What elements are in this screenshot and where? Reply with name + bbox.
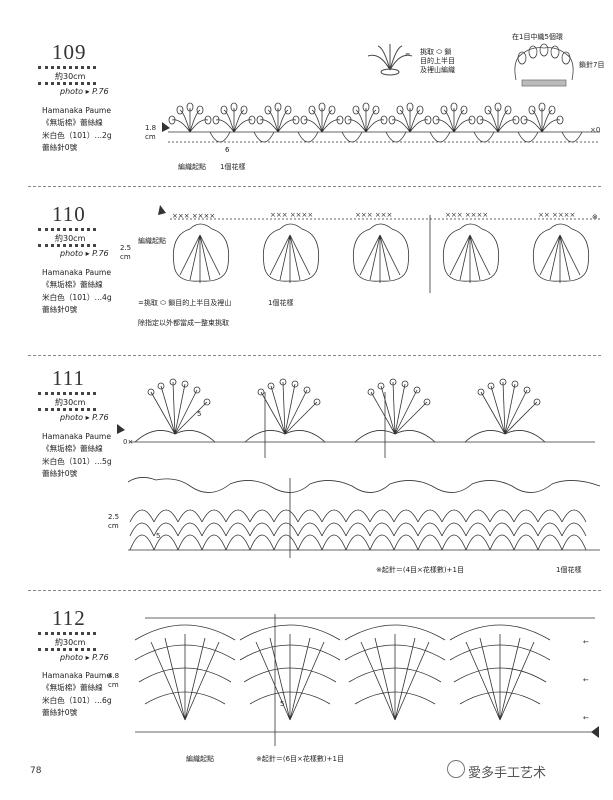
yarn-color-amount: 米白色（101）…5g	[42, 456, 112, 466]
repeat-label: 1個花樣	[268, 299, 294, 307]
svg-text:××× ××××: ××× ××××	[270, 211, 313, 219]
shell-legend-icon	[367, 44, 413, 76]
material-info: Hamanaka Paume 《無垢棉》蕾絲線 米白色（101）…4g 蕾絲針0…	[42, 267, 112, 317]
pick-note: 挑取 ⬭ 鎖 目的上半目 及裡山編織	[420, 48, 455, 74]
crochet-chart-110: ××× ×××× ××× ××× ××× ×××× ×× ×××× ⊗	[158, 205, 600, 293]
dotted-divider	[38, 632, 96, 638]
hook-size: 蕾絲針0號	[42, 305, 78, 315]
pattern-number-111: 111	[52, 366, 85, 390]
material-info: Hamanaka Paume 《無垢棉》蕾絲線 米白色（101）…5g 蕾絲針0…	[42, 431, 112, 481]
svg-text:←: ←	[583, 714, 589, 722]
yarn-brand: Hamanaka Paume	[42, 106, 111, 115]
dotted-divider	[38, 648, 96, 654]
photo-reference: photo ▸ P.76	[60, 249, 109, 258]
ring-legend-icon	[514, 43, 574, 87]
hook-size: 蕾絲針0號	[42, 143, 78, 153]
yarn-color-amount: 米白色（101）…4g	[42, 292, 112, 302]
repeat-label: 1個花樣	[220, 163, 246, 171]
yarn-name: 《無垢棉》蕾絲線	[42, 444, 103, 454]
repeat-label: 1個花樣	[556, 566, 582, 574]
dotted-divider	[38, 82, 96, 88]
crochet-chart-109: ×0	[162, 102, 600, 143]
pattern-length: 約30cm	[55, 234, 86, 243]
photo-reference: photo ▸ P.76	[60, 653, 109, 662]
loop-note: 在1目中織5個環	[512, 33, 563, 41]
start-label: 編織起點	[138, 237, 166, 245]
stitch-count: 6	[225, 146, 230, 154]
stitch-count: 5	[280, 700, 285, 708]
material-info: Hamanaka Paume 《無垢棉》蕾絲線 米白色（101）…6g 蕾絲針0…	[42, 670, 112, 720]
yarn-brand: Hamanaka Paume	[42, 432, 111, 441]
pick-instruction: 除指定以外都當成一整束挑取	[138, 319, 229, 327]
svg-text:×0: ×0	[590, 126, 600, 134]
stitch-count: 5	[197, 410, 202, 418]
start-label: 編織起點	[186, 755, 214, 763]
start-label: 編織起點	[178, 163, 206, 171]
pattern-length: 約30cm	[55, 638, 86, 647]
pattern-length: 約30cm	[55, 72, 86, 81]
pattern-number-112: 112	[52, 606, 86, 630]
chain-formula: ※起針＝(4目×花樣數)+1目	[376, 566, 464, 574]
photo-reference: photo ▸ P.76	[60, 413, 109, 422]
height-label: 2.5 cm	[120, 244, 132, 261]
hook-size: 蕾絲針0號	[42, 708, 78, 718]
yarn-color-amount: 米白色（101）…2g	[42, 130, 112, 140]
dotted-divider	[38, 228, 96, 234]
photo-reference: photo ▸ P.76	[60, 87, 109, 96]
crochet-chart-112: ← ← ←	[134, 614, 599, 746]
svg-text:⊗: ⊗	[592, 213, 598, 221]
dotted-divider	[38, 408, 96, 414]
hook-size: 蕾絲針0號	[42, 469, 78, 479]
svg-text:←: ←	[583, 676, 589, 684]
crochet-chart-111-bottom: 5	[127, 477, 601, 558]
legend-note: =挑取 ⬭ 鎖目的上半目及裡山	[138, 299, 232, 307]
yarn-color-amount: 米白色（101）…6g	[42, 695, 112, 705]
svg-text:0×: 0×	[123, 438, 133, 446]
svg-text:××× ×××: ××× ×××	[355, 211, 392, 219]
yarn-name: 《無垢棉》蕾絲線	[42, 683, 103, 693]
yarn-name: 《無垢棉》蕾絲線	[42, 280, 103, 290]
page-number: 78	[30, 766, 42, 776]
section-divider	[28, 186, 601, 187]
crochet-chart-111-top: 0×	[117, 378, 595, 458]
pattern-number-110: 110	[52, 202, 86, 226]
svg-text:×× ××××: ×× ××××	[538, 211, 575, 219]
chain-note: 鎖針7目	[579, 61, 605, 69]
height-label: 2.5 cm	[108, 513, 120, 530]
height-label: 1.8 cm	[145, 124, 157, 141]
yarn-name: 《無垢棉》蕾絲線	[42, 118, 103, 128]
svg-text:←: ←	[583, 638, 589, 646]
svg-text:××× ××××: ××× ××××	[445, 211, 488, 219]
material-info: Hamanaka Paume 《無垢棉》蕾絲線 米白色（101）…2g 蕾絲針0…	[42, 105, 112, 155]
stitch-row: ××× ××××	[172, 212, 216, 220]
height-label: 4.8 cm	[108, 672, 120, 689]
dotted-divider	[38, 66, 96, 72]
svg-text:5: 5	[156, 532, 160, 540]
chain-formula: ※起針＝(6目×花樣數)+1目	[256, 755, 344, 763]
yarn-brand: Hamanaka Paume	[42, 671, 111, 680]
pattern-length: 約30cm	[55, 398, 86, 407]
watermark: 愛多手工艺术	[468, 766, 547, 781]
dotted-divider	[38, 392, 96, 398]
pattern-number-109: 109	[52, 40, 87, 64]
dotted-divider	[38, 244, 96, 250]
yarn-brand: Hamanaka Paume	[42, 268, 111, 277]
section-divider	[28, 355, 601, 356]
section-divider	[28, 590, 601, 591]
wechat-icon	[447, 760, 465, 778]
